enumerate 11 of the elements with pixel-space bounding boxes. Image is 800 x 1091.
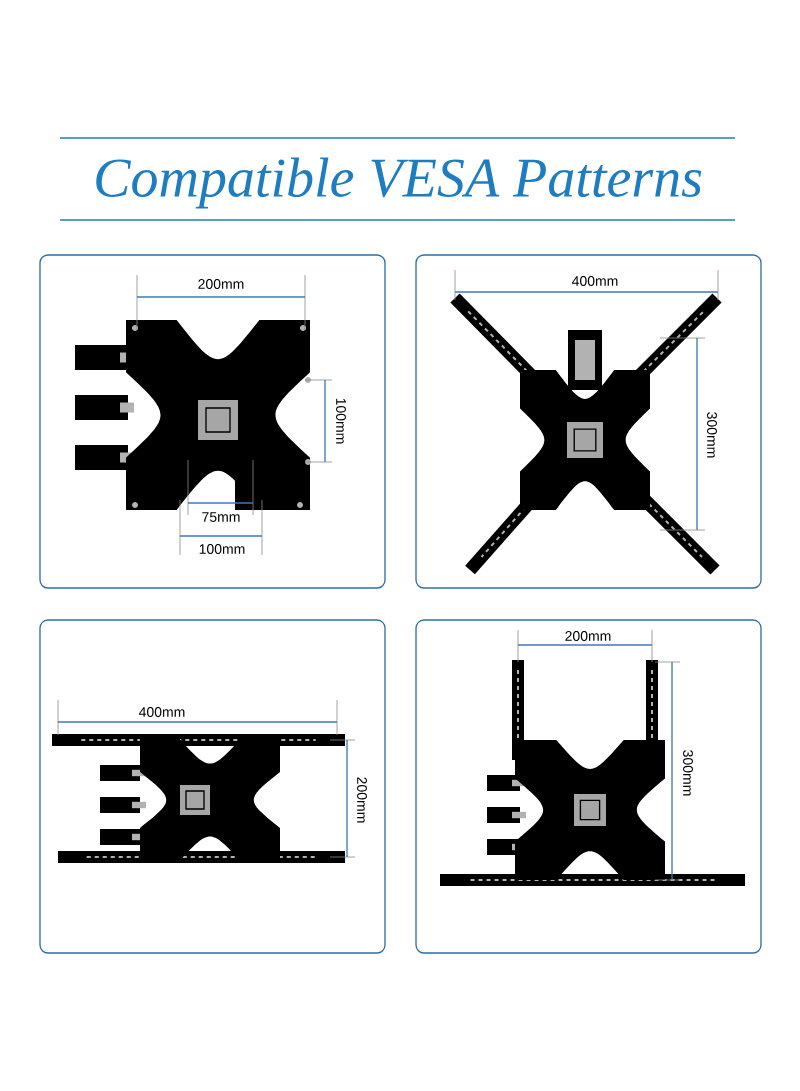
dimension-label: 200mm (198, 279, 244, 289)
dimension-label: 300mm (707, 412, 717, 458)
dimension-label: 200mm (357, 777, 367, 823)
title: Compatible VESA Patterns (96, 157, 702, 209)
dimension-label: 75mm (202, 512, 240, 522)
dimension-label: 200mm (565, 631, 611, 641)
dimension-label: 300mm (683, 750, 693, 796)
dimension-label: 400mm (138, 707, 185, 717)
dimension-label: 400mm (572, 276, 618, 286)
dimension-label: 100mm (199, 544, 245, 554)
dimension-label: 100mm (336, 398, 346, 444)
